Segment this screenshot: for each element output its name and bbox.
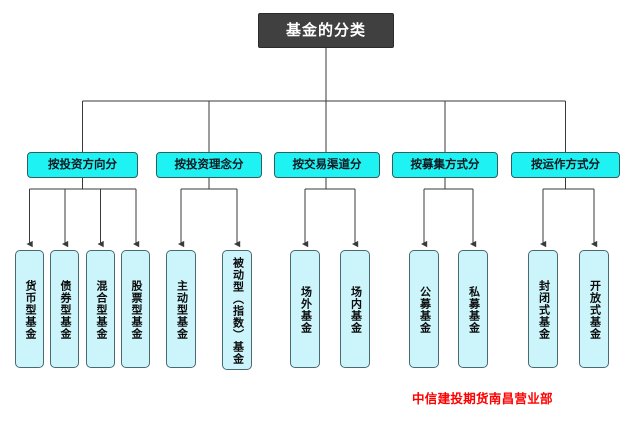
leaf-node-label: 混合型基金 — [94, 280, 108, 340]
leaf-node-closed-end-fund: 封闭式基金 — [528, 250, 558, 368]
leaf-node-hybrid-fund: 混合型基金 — [86, 250, 115, 368]
footer-signature: 中信建投期货南昌营业部 — [412, 391, 553, 406]
category-node-investment-direction: 按投资方向分 — [27, 152, 138, 178]
leaf-node-public-offering-fund: 公募基金 — [409, 250, 439, 368]
leaf-node-label: 主动型基金 — [175, 280, 189, 340]
root-node: 基金的分类 — [258, 13, 394, 48]
leaf-node-label: 货币型基金 — [23, 280, 37, 340]
leaf-node-equity-fund: 股票型基金 — [121, 250, 150, 368]
leaf-node-private-offering-fund: 私募基金 — [458, 250, 488, 368]
leaf-node-bond-fund: 债券型基金 — [50, 250, 79, 368]
category-node-label: 按交易渠道分 — [292, 157, 362, 172]
category-node-investment-philosophy: 按投资理念分 — [156, 152, 262, 178]
category-node-operation-method: 按运作方式分 — [511, 152, 620, 178]
category-node-label: 按运作方式分 — [531, 157, 600, 172]
category-node-label: 按投资理念分 — [174, 157, 244, 172]
leaf-node-active-fund: 主动型基金 — [166, 250, 196, 368]
leaf-node-open-end-fund: 开放式基金 — [579, 250, 609, 368]
category-node-trading-channel: 按交易渠道分 — [274, 152, 380, 178]
leaf-node-otc-fund: 场外基金 — [290, 250, 320, 368]
leaf-node-label: 封闭式基金 — [537, 280, 551, 340]
leaf-node-label: 私募基金 — [467, 286, 481, 334]
leaf-node-money-market-fund: 货币型基金 — [15, 250, 44, 368]
root-node-label: 基金的分类 — [285, 21, 366, 39]
leaf-node-label: 场外基金 — [299, 286, 313, 334]
leaf-node-passive-index-fund: 被动型（指数）基金 — [222, 250, 252, 370]
leaf-node-label: 场内基金 — [349, 286, 363, 334]
leaf-node-exchange-traded-fund: 场内基金 — [340, 250, 370, 368]
leaf-node-label: 股票型基金 — [129, 280, 143, 340]
leaf-node-label: 公募基金 — [418, 286, 432, 334]
leaf-node-label: 被动型（指数）基金 — [231, 257, 245, 365]
category-node-label: 按投资方向分 — [48, 157, 117, 172]
category-node-label: 按募集方式分 — [410, 157, 480, 172]
leaf-node-label: 开放式基金 — [588, 280, 602, 340]
leaf-node-label: 债券型基金 — [58, 280, 72, 340]
category-node-fundraising-method: 按募集方式分 — [392, 152, 498, 178]
